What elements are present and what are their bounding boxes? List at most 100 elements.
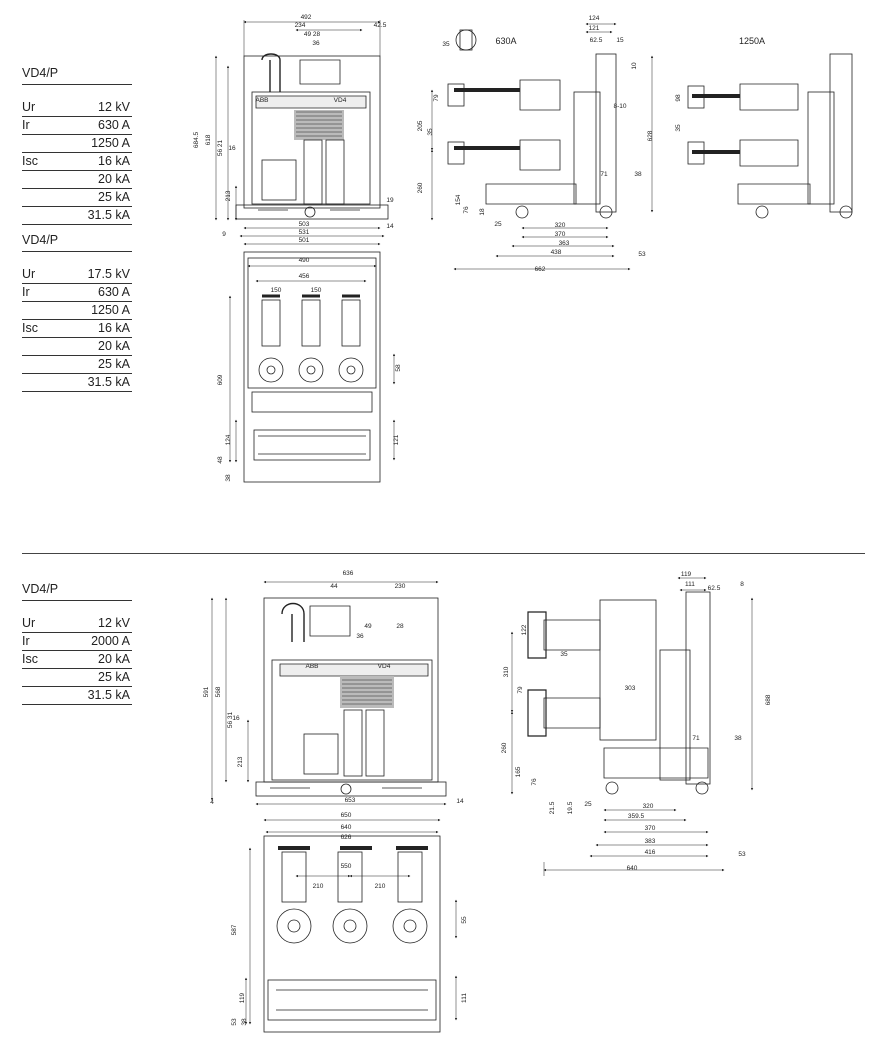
dimension-label: 35 — [560, 651, 568, 658]
spec-value: 20 kA — [98, 339, 130, 353]
dimension-label: 154 — [455, 194, 462, 205]
dimension-label: 55 — [461, 916, 468, 924]
dimension-label: 98 — [675, 94, 682, 102]
dimension-label: 150 — [271, 287, 282, 294]
dimension-label: 260 — [501, 742, 508, 753]
spec-key: Isc — [22, 154, 38, 168]
dimension-label: 56 21 — [217, 139, 224, 156]
dimension-label: 18 — [479, 208, 486, 216]
dimension-label: 79 — [517, 686, 524, 694]
dimension-label: 370 — [555, 231, 566, 238]
spec-row: 31.5 kA — [22, 207, 132, 225]
bottom-front-view — [255, 597, 447, 797]
dimension-label: 35 — [442, 41, 450, 48]
dimension-label: 303 — [625, 685, 636, 692]
dimension-label: 416 — [645, 849, 656, 856]
dimension-label: 38 — [634, 171, 642, 178]
spec-table-title: VD4/P — [22, 582, 132, 601]
dimension-label: 122 — [521, 624, 528, 635]
dimension-label: 62.5 — [708, 585, 721, 592]
top-side-view-630a — [447, 29, 617, 219]
bottom-plan-view — [263, 835, 441, 1033]
dimension-label: 8 — [740, 581, 744, 588]
dimension-label: 48 — [217, 456, 224, 464]
dimension-label: 653 — [345, 797, 356, 804]
dimension-label: 44 — [330, 583, 338, 590]
dimension-label: 370 — [645, 825, 656, 832]
dimension-label: 21.5 — [549, 801, 556, 814]
dimension-label: 15 — [616, 37, 624, 44]
dimension-label: 14 — [386, 223, 394, 230]
dimension-label: 568 — [215, 686, 222, 697]
spec-table-title: VD4/P — [22, 233, 132, 252]
dimension-label: 35 — [427, 128, 434, 136]
dimension-label: 49 28 — [304, 31, 321, 38]
spec-row: 25 kA — [22, 356, 132, 374]
spec-value: 12 kV — [98, 616, 130, 630]
dimension-label: ABB — [305, 663, 318, 670]
dimension-label: 79 — [433, 94, 440, 102]
spec-value: 2000 A — [91, 634, 130, 648]
dimension-label: 56 31 — [227, 711, 234, 728]
dimension-label: 19.5 — [567, 801, 574, 814]
dimension-label: 636 — [343, 570, 354, 577]
spec-value: 31.5 kA — [87, 208, 130, 222]
spec-value: 20 kA — [98, 652, 130, 666]
dimension-label: 16 — [232, 715, 240, 722]
dimension-label: 25 — [584, 801, 592, 808]
dimension-label: ABB — [255, 97, 268, 104]
dimension-label: 684.5 — [193, 131, 200, 148]
spec-row: Ur 12 kV — [22, 615, 132, 633]
dimension-label: 320 — [643, 803, 654, 810]
top-side-view-1250a — [687, 53, 853, 219]
dimension-label: 363 — [559, 240, 570, 247]
spec-key: Isc — [22, 652, 38, 666]
spec-value: 17.5 kV — [87, 267, 130, 281]
dimension-label: 456 — [299, 273, 310, 280]
dimension-label: 42.5 — [374, 22, 387, 29]
dimension-label: 626 — [341, 834, 352, 841]
spec-value: 25 kA — [98, 670, 130, 684]
spec-key: Ur — [22, 616, 36, 630]
spec-value: 1250 A — [91, 136, 130, 150]
dimension-label: 19 — [386, 197, 394, 204]
spec-row: 25 kA — [22, 189, 132, 207]
dimension-label: 14 — [456, 798, 464, 805]
top-front-view — [235, 53, 389, 220]
dimension-label: 38 — [734, 735, 742, 742]
dimension-label: 4 — [210, 799, 214, 806]
spec-value: 20 kA — [98, 172, 130, 186]
dimension-label: 438 — [551, 249, 562, 256]
spec-row: 25 kA — [22, 669, 132, 687]
dimension-label: 587 — [231, 924, 238, 935]
dimension-label: 49 — [364, 623, 372, 630]
dimension-label: 53 — [638, 251, 646, 258]
dimension-label: 503 — [299, 221, 310, 228]
dimension-label: 260 — [417, 182, 424, 193]
dimension-label: 234 — [295, 22, 306, 29]
spec-row: 1250 A — [22, 302, 132, 320]
dimension-label: 492 — [301, 14, 312, 21]
dimension-label: 124 — [225, 434, 232, 445]
dimension-label: 28 — [396, 623, 404, 630]
dimension-label: 76 — [531, 778, 538, 786]
dimension-label: 58 — [395, 364, 402, 372]
spec-row: Isc 20 kA — [22, 651, 132, 669]
dimension-label: 210 — [375, 883, 386, 890]
dimension-label: 53 — [738, 851, 746, 858]
dimension-label: 36 — [312, 40, 320, 47]
dimension-label: 662 — [535, 266, 546, 273]
spec-key: Ir — [22, 285, 30, 299]
dimension-label: 550 — [341, 863, 352, 870]
dimension-label: 35 — [675, 124, 682, 132]
top-plan-view — [243, 251, 381, 483]
dimension-label: 9 — [222, 231, 226, 238]
spec-value: 16 kA — [98, 154, 130, 168]
dimension-label: 111 — [461, 993, 468, 1003]
dimension-label: 205 — [417, 120, 424, 131]
dimension-label: 618 — [205, 134, 212, 145]
